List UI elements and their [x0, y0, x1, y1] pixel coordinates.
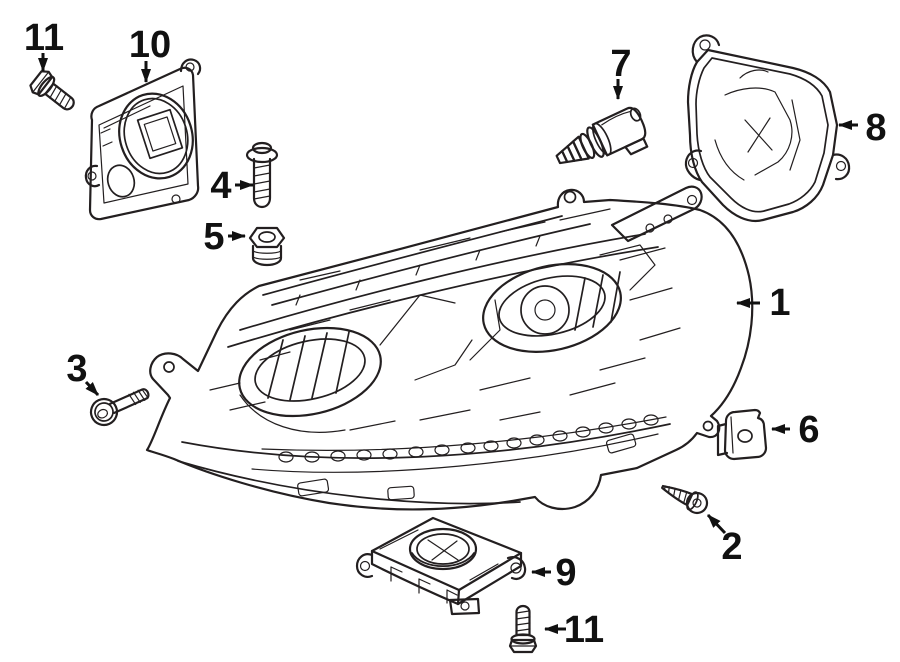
led-dot-strip: [278, 414, 659, 463]
callout-6[interactable]: 6: [771, 409, 820, 451]
callout-1-label: 1: [769, 282, 790, 324]
callout-4[interactable]: 4: [210, 165, 254, 207]
part-drawing-nut-5: [248, 226, 286, 267]
callout-3[interactable]: 3: [66, 348, 100, 397]
callout-3-label: 3: [66, 348, 87, 390]
part-drawing-bulb-socket: [555, 106, 649, 165]
callout-10-label: 10: [129, 24, 171, 66]
callout-7-label: 7: [610, 43, 631, 85]
callout-11-lower-label: 11: [564, 609, 604, 651]
callout-11-upper[interactable]: 11: [24, 17, 64, 72]
callout-2-arrow: [706, 513, 727, 535]
callout-9[interactable]: 9: [531, 552, 577, 594]
callout-3-arrow: [84, 380, 100, 397]
callout-5[interactable]: 5: [203, 216, 246, 258]
part-drawing-control-module: [355, 516, 527, 616]
reflection-lines: [209, 208, 681, 431]
part-drawing-bolt-4: [245, 141, 279, 209]
callout-7[interactable]: 7: [610, 43, 632, 100]
part-drawing-headlamp-assembly: [145, 185, 754, 511]
part-drawing-bolt-11-upper: [26, 67, 82, 119]
part-drawing-clip-6: [716, 408, 768, 461]
callout-1[interactable]: 1: [736, 282, 791, 324]
callout-2[interactable]: 2: [706, 513, 743, 568]
callout-11-lower[interactable]: 11: [544, 609, 604, 651]
callout-2-label: 2: [721, 526, 742, 568]
part-drawing-led-module: [84, 58, 202, 221]
part-drawing-bolt-11-lower: [508, 604, 538, 654]
left-projector: [238, 326, 382, 433]
callout-6-label: 6: [798, 409, 819, 451]
part-drawing-bolt-3: [89, 388, 150, 427]
callout-9-label: 9: [555, 552, 576, 594]
callout-10[interactable]: 10: [129, 24, 171, 83]
part-drawing-dust-cover: [684, 34, 851, 223]
callout-5-label: 5: [203, 216, 224, 258]
callout-8[interactable]: 8: [838, 107, 887, 149]
callout-8-label: 8: [865, 107, 886, 149]
callout-11-upper-label: 11: [24, 17, 64, 59]
callout-4-label: 4: [210, 165, 231, 207]
part-drawing-screw-2: [661, 484, 709, 515]
right-projector: [482, 263, 622, 353]
